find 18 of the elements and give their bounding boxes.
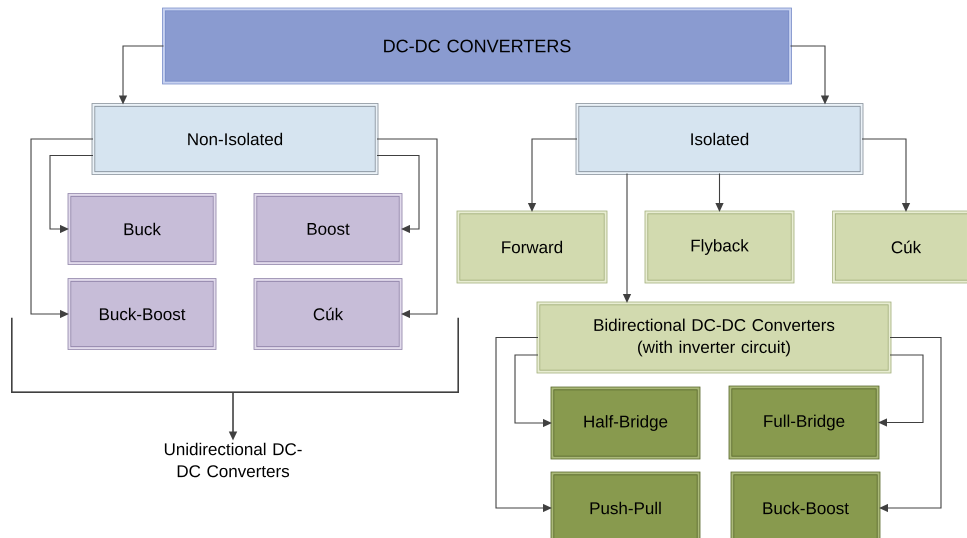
converter-box: Buck-Boost	[68, 278, 216, 350]
converter-box: Bidirectional DC-DC Converters (with inverter circuit)	[536, 302, 892, 374]
converter-box: Forward	[456, 210, 608, 284]
caption-text: Unidirectional DC-DC Converters	[164, 442, 302, 478]
converter-box: Half-Bridge	[550, 386, 700, 460]
category-box: Isolated	[576, 103, 864, 175]
title-box: DC-DC CONVERTERS	[162, 8, 792, 84]
converter-box: Push-Pull	[550, 472, 700, 538]
arrow	[377, 138, 438, 318]
converter-box: Buck-Boost	[730, 472, 880, 538]
converter-box: Cúk	[254, 278, 402, 350]
arrow	[377, 154, 420, 234]
converter-box: Boost	[254, 193, 402, 265]
converter-box: Buck	[68, 193, 216, 265]
converter-box: Cúk	[832, 210, 967, 284]
converter-box: Full-Bridge	[728, 386, 880, 460]
category-box: Non-Isolated	[92, 103, 378, 175]
converter-box: Flyback	[644, 210, 794, 284]
